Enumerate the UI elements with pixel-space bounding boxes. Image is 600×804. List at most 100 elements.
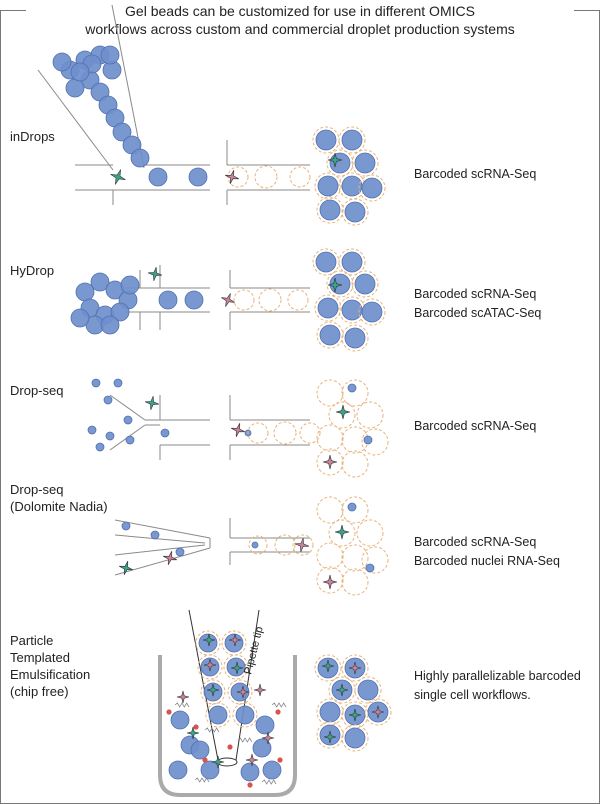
droplet xyxy=(200,679,226,705)
droplet xyxy=(316,379,344,407)
cell xyxy=(225,170,239,184)
droplet xyxy=(227,679,253,705)
cell xyxy=(327,277,343,293)
gel-bead xyxy=(110,302,130,322)
droplet xyxy=(338,126,366,154)
cell xyxy=(348,661,362,675)
pipette-tip-wall xyxy=(235,609,260,761)
gel-bead xyxy=(255,715,275,735)
cell xyxy=(322,574,338,590)
droplet xyxy=(314,654,342,682)
droplet xyxy=(358,174,386,202)
gel-bead xyxy=(319,324,341,346)
workflow-desc-indrops: Barcoded scRNA-Seq xyxy=(414,165,536,184)
gel-bead xyxy=(208,705,228,725)
cell xyxy=(228,633,242,647)
gel-bead xyxy=(188,167,208,187)
barcode-strand xyxy=(174,702,190,708)
gel-bead xyxy=(123,415,133,425)
cell xyxy=(176,690,190,704)
workflow-name-line: HyDrop xyxy=(10,263,55,278)
red-dot xyxy=(247,782,253,788)
cell xyxy=(202,633,216,647)
cell xyxy=(110,169,126,185)
droplet xyxy=(316,424,344,452)
gel-bead xyxy=(65,78,85,98)
workflow-label-dropseq-nadia: Drop-seq (Dolomite Nadia) xyxy=(10,481,108,515)
gel-bead xyxy=(148,167,168,187)
frame-top-left xyxy=(0,10,26,11)
droplet xyxy=(358,298,386,326)
droplet xyxy=(254,165,278,189)
gel-bead xyxy=(90,272,110,292)
droplet xyxy=(314,172,342,200)
droplet xyxy=(316,566,344,594)
cell xyxy=(321,659,335,673)
droplet xyxy=(316,542,344,570)
droplet xyxy=(316,321,344,349)
cell xyxy=(335,404,351,420)
cell xyxy=(211,755,225,769)
barcode-strand xyxy=(261,779,277,785)
gel-bead xyxy=(160,428,170,438)
cell xyxy=(206,683,220,697)
gel-bead xyxy=(100,45,120,65)
cell xyxy=(334,524,350,540)
cell xyxy=(147,266,163,282)
gel-bead xyxy=(319,701,341,723)
pipette-tip-label: Pipette tip xyxy=(242,625,265,675)
gel-bead xyxy=(103,395,113,405)
barcode-strand xyxy=(237,737,253,743)
gel-bead xyxy=(190,740,210,760)
application-text: Barcoded nuclei RNA-Seq xyxy=(414,554,560,568)
gel-bead xyxy=(315,251,337,273)
cell xyxy=(261,731,275,745)
workflow-name-line: inDrops xyxy=(10,129,55,144)
droplet xyxy=(341,496,369,524)
droplet xyxy=(341,544,369,572)
gel-bead xyxy=(91,378,101,388)
droplet xyxy=(316,196,344,224)
workflow-name-line: Emulsification xyxy=(10,667,91,682)
cell xyxy=(335,683,349,697)
cell xyxy=(327,152,343,168)
gel-bead xyxy=(365,563,375,573)
droplet xyxy=(197,654,223,680)
gel-bead xyxy=(354,152,376,174)
channel-wall xyxy=(114,534,206,544)
gel-bead xyxy=(105,431,115,441)
workflow-label-indrops: inDrops xyxy=(10,128,55,145)
droplet xyxy=(316,448,344,476)
channel-wall xyxy=(37,69,114,171)
droplet xyxy=(247,422,269,444)
droplet xyxy=(232,702,258,728)
gel-bead xyxy=(113,378,123,388)
droplet xyxy=(221,630,247,656)
workflow-name-line: Drop-seq xyxy=(10,383,64,398)
gel-bead xyxy=(200,760,220,780)
gel-bead xyxy=(150,530,160,540)
droplet xyxy=(287,289,309,311)
workflow-name-line: (chip free) xyxy=(10,684,69,699)
cell xyxy=(371,705,385,719)
application-text: Barcoded scATAC-Seq xyxy=(414,306,542,320)
gel-bead xyxy=(317,175,339,197)
channel-wall xyxy=(114,519,211,539)
red-dot xyxy=(277,757,283,763)
gel-bead xyxy=(52,52,72,72)
application-text: Barcoded scRNA-Seq xyxy=(414,535,537,549)
title-line-2: workflows across custom and commercial d… xyxy=(85,21,515,37)
cell xyxy=(294,537,310,553)
droplet xyxy=(299,422,321,444)
gel-bead xyxy=(95,442,105,452)
gel-bead xyxy=(357,679,379,701)
gel-bead xyxy=(315,129,337,151)
droplet xyxy=(274,534,296,556)
workflow-name-line: Particle xyxy=(10,633,54,648)
application-text: single cell workflows. xyxy=(414,688,531,702)
droplet xyxy=(356,401,384,429)
red-dot xyxy=(193,724,199,730)
gel-bead xyxy=(354,273,376,295)
gel-bead xyxy=(251,541,259,549)
droplet xyxy=(356,519,384,547)
